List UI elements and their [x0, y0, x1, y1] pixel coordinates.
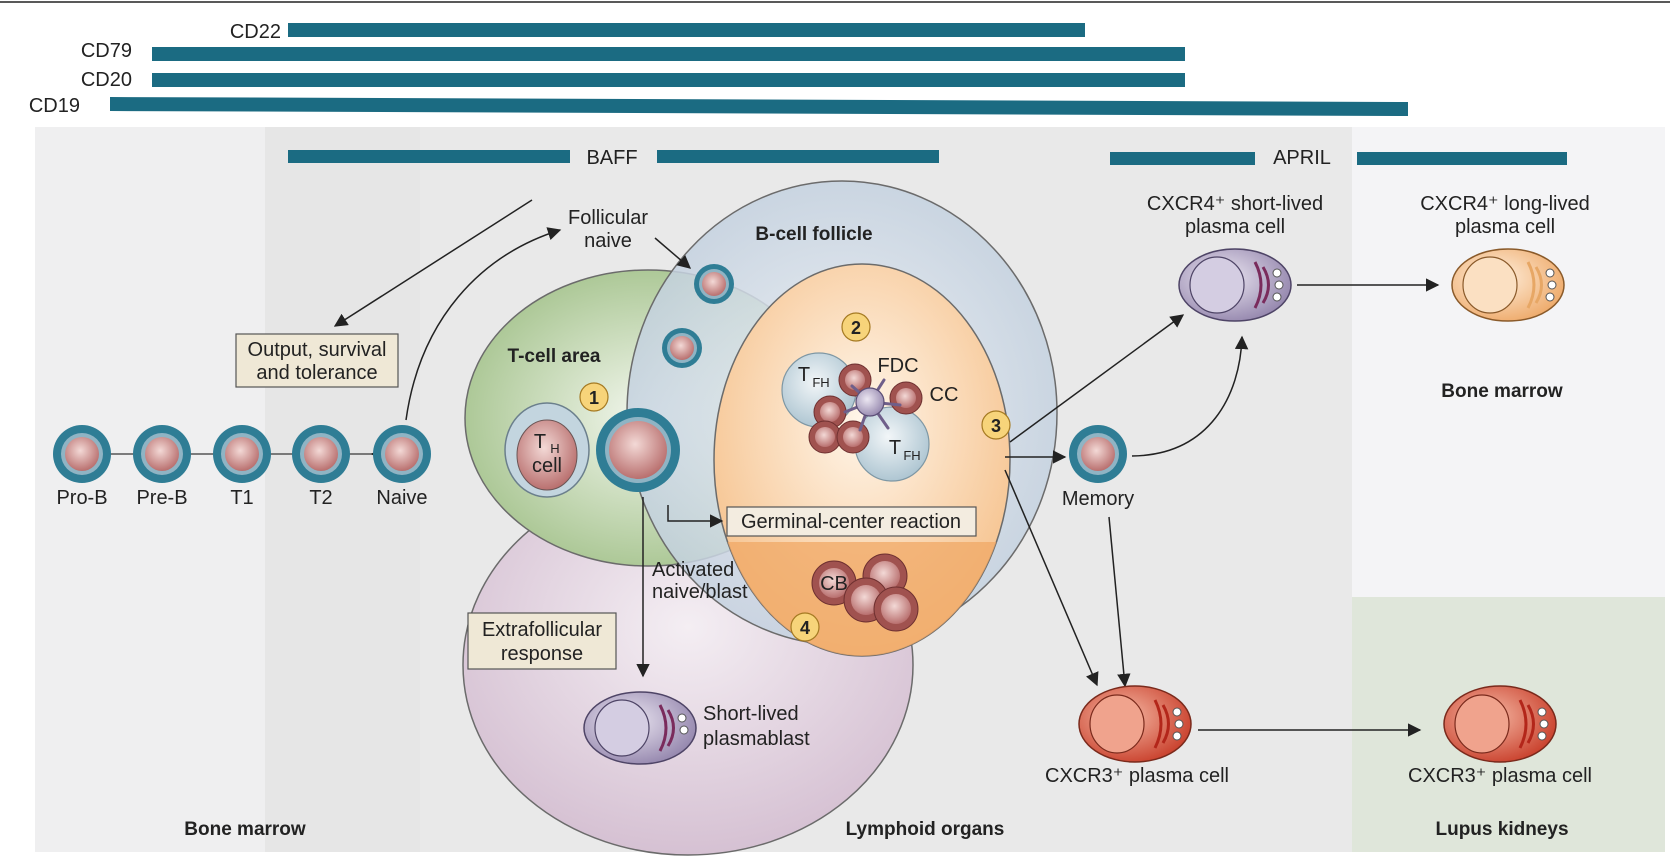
memory-label: Memory: [1062, 488, 1134, 510]
output-box-line-2: and tolerance: [256, 362, 377, 384]
marker-label-cd79: CD79: [81, 40, 132, 62]
svg-text:4: 4: [800, 618, 810, 638]
tfh-label-2-fh: FH: [903, 448, 920, 463]
activated-b-cell: [596, 408, 680, 492]
svg-text:1: 1: [589, 388, 599, 408]
region-label-bone-marrow-right: Bone marrow: [1441, 381, 1563, 402]
stage-label-pre-b: Pre-B: [136, 487, 187, 509]
factor-bars: BAFF APRIL: [288, 147, 1567, 169]
th-cell-label-h: H: [550, 441, 559, 456]
arrow-follicular-to-follicle: [654, 237, 692, 269]
cxcr3-mid-label: CXCR3⁺ plasma cell: [1045, 765, 1229, 787]
tfh-label-1-fh: FH: [812, 375, 829, 390]
arrow-memory-to-cxcr4-short: [1131, 335, 1249, 457]
cxcr4-long-lived-plasma-cell: [1451, 248, 1565, 322]
svg-text:3: 3: [991, 416, 1001, 436]
dev-cell-pre-b: [133, 425, 191, 483]
bar-april-left: [1110, 152, 1255, 165]
short-plasmablast-label-1: Short-lived: [703, 703, 799, 725]
gc-reaction-box: [726, 506, 977, 537]
cxcr4-long-label-2: plasma cell: [1455, 216, 1555, 238]
fdc-label: FDC: [877, 355, 918, 377]
bar-cd19: [110, 97, 1408, 116]
follicle-naive-cell-2: [662, 328, 702, 368]
follicle-naive-cell-1: [694, 264, 734, 304]
bar-baff-left: [288, 150, 570, 163]
cxcr4-short-lived-plasma-cell: [1178, 248, 1292, 322]
region-label-bone-marrow-left: Bone marrow: [184, 819, 306, 840]
stage-label-naive: Naive: [376, 487, 427, 509]
extrafollicular-label-2: response: [501, 643, 583, 665]
arrow-gc-to-cxcr4-short: [1009, 314, 1185, 443]
t-cell-area-label: T-cell area: [508, 346, 601, 367]
th-cell: [504, 402, 590, 498]
dev-cell-t1: [213, 425, 271, 483]
bar-cd20: [152, 73, 1185, 87]
activated-label-2: naive/blast: [652, 581, 748, 603]
cxcr3-plasma-cell-kidneys: [1443, 685, 1557, 763]
follicular-naive-label-1: Follicular: [568, 207, 648, 229]
cxcr3-plasma-cell-lymphoid: [1078, 685, 1192, 763]
marker-bars: CD22 CD79 CD20 CD19: [29, 21, 1408, 117]
arrow-naive-to-follicular: [405, 227, 562, 421]
output-survival-box: [235, 333, 399, 388]
bg-bone-marrow-left: [35, 127, 265, 852]
arrow-to-output: [333, 199, 533, 327]
stage-label-pro-b: Pro-B: [56, 487, 107, 509]
bar-baff-right: [657, 150, 939, 163]
cxcr4-long-label-1: CXCR4⁺ long-lived: [1420, 193, 1590, 215]
arrow-memory-to-cxcr3: [1108, 516, 1131, 688]
marker-label-cd22: CD22: [230, 21, 281, 43]
b-cell-follicle-label: B-cell follicle: [755, 224, 872, 245]
tfh-label-2-t: T: [889, 437, 901, 459]
short-plasmablast-label-2: plasmablast: [703, 728, 810, 750]
step-badge-1: 1: [579, 382, 609, 412]
bar-cd22: [288, 23, 1085, 37]
output-box-line-1: Output, survival: [248, 339, 387, 361]
follicular-naive-label-2: naive: [584, 230, 632, 252]
gc-reaction-label: Germinal-center reaction: [741, 511, 961, 533]
arrow-gc-to-cxcr3: [1004, 469, 1099, 687]
stage-label-t1: T1: [230, 487, 253, 509]
bar-cd79: [152, 47, 1185, 61]
region-label-lupus: Lupus kidneys: [1435, 819, 1568, 840]
factor-label-baff: BAFF: [586, 147, 637, 169]
region-label-lymphoid: Lymphoid organs: [846, 819, 1005, 840]
step-badge-3: 3: [981, 410, 1011, 440]
cxcr4-short-label-2: plasma cell: [1185, 216, 1285, 238]
cb-label: CB: [820, 573, 848, 595]
step-badge-2: 2: [841, 312, 871, 342]
fdc-cluster: [781, 352, 930, 482]
dev-cell-naive: [373, 425, 431, 483]
short-lived-plasmablast-cell: [583, 691, 697, 765]
arrow-to-gc-reaction: [667, 505, 724, 528]
marker-label-cd19: CD19: [29, 95, 80, 117]
cxcr3-right-label: CXCR3⁺ plasma cell: [1408, 765, 1592, 787]
tfh-label-1-t: T: [798, 364, 810, 386]
th-cell-label-cell: cell: [532, 455, 562, 477]
cc-label: CC: [930, 384, 959, 406]
dev-cell-pro-b: [53, 425, 111, 483]
th-cell-label-t: T: [534, 431, 546, 453]
stage-label-t2: T2: [309, 487, 332, 509]
cxcr4-short-label-1: CXCR4⁺ short-lived: [1147, 193, 1323, 215]
bg-bone-marrow-right: [1352, 127, 1665, 597]
activated-label-1: Activated: [652, 559, 734, 581]
dev-cell-t2: [292, 425, 350, 483]
extrafollicular-label-1: Extrafollicular: [482, 619, 602, 641]
factor-label-april: APRIL: [1273, 147, 1331, 169]
bar-april-right: [1357, 152, 1567, 165]
svg-text:2: 2: [851, 318, 861, 338]
centroblast-cluster: [811, 553, 919, 632]
extrafollicular-box: [467, 612, 617, 670]
memory-b-cell: [1069, 425, 1127, 483]
step-badge-4: 4: [790, 612, 820, 642]
marker-label-cd20: CD20: [81, 69, 132, 91]
